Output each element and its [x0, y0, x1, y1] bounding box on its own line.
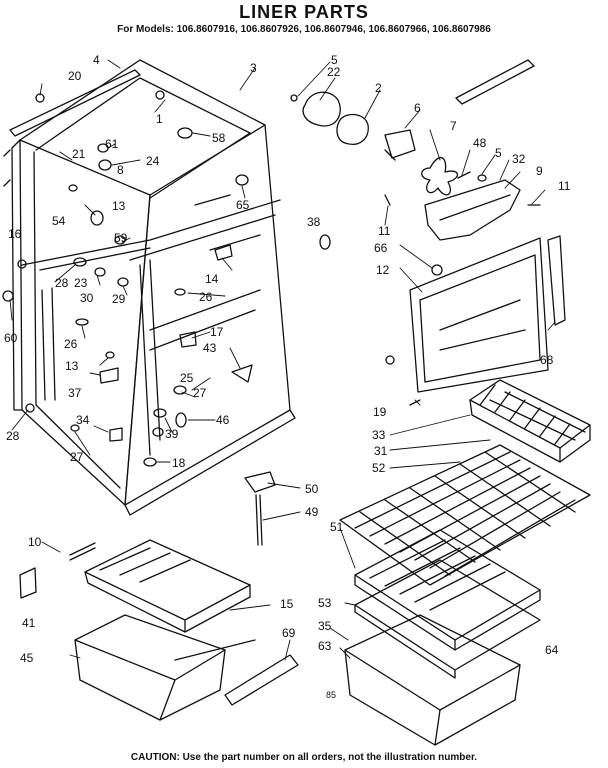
callout-28: 28 — [55, 276, 69, 290]
page-title: LINER PARTS — [239, 2, 369, 22]
callout-45: 45 — [20, 651, 34, 665]
caution-note: CAUTION: Use the part number on all orde… — [130, 752, 478, 763]
callout-52: 52 — [372, 461, 386, 475]
callout-54: 54 — [52, 214, 66, 228]
callout-28: 28 — [6, 429, 20, 443]
callout-33: 33 — [372, 428, 386, 442]
callout-38: 38 — [307, 215, 321, 229]
callout-27: 27 — [70, 450, 84, 464]
callout-21: 21 — [72, 147, 86, 161]
callout-23: 23 — [74, 276, 88, 290]
callout-24: 24 — [146, 154, 160, 168]
callout-10: 10 — [28, 535, 42, 549]
callout-59: 59 — [114, 231, 128, 245]
callout-27: 27 — [193, 386, 207, 400]
callout-68: 68 — [540, 353, 554, 367]
callout-64: 64 — [545, 643, 559, 657]
meat-keeper-cover — [19, 539, 251, 633]
callout-11: 11 — [378, 224, 391, 238]
callout-18: 18 — [172, 456, 186, 470]
callout-13: 13 — [65, 359, 79, 373]
callout-58: 58 — [212, 131, 226, 145]
callout-85: 85 — [326, 690, 336, 700]
top-right-parts — [290, 59, 566, 406]
callout-9: 9 — [536, 164, 543, 178]
callout-63: 63 — [318, 639, 332, 653]
callout-5: 5 — [495, 146, 502, 160]
callout-25: 25 — [180, 371, 194, 385]
callout-43: 43 — [203, 341, 217, 355]
callout-41: 41 — [22, 616, 36, 630]
callout-69: 69 — [282, 626, 296, 640]
callout-16: 16 — [8, 227, 22, 241]
callout-30: 30 — [80, 291, 94, 305]
callout-3: 3 — [250, 61, 257, 75]
callout-35: 35 — [318, 619, 332, 633]
callout-22: 22 — [327, 65, 341, 79]
callout-49: 49 — [305, 505, 319, 519]
ice-tray — [469, 379, 591, 463]
callout-60: 60 — [4, 331, 18, 345]
callout-37: 37 — [68, 386, 82, 400]
callout-26: 26 — [199, 290, 213, 304]
callout-8: 8 — [117, 163, 124, 177]
crisper-pan — [344, 614, 521, 746]
callout-66: 66 — [374, 241, 388, 255]
callout-31: 31 — [374, 444, 388, 458]
top-rail — [9, 69, 141, 137]
callout-65: 65 — [236, 198, 250, 212]
callout-29: 29 — [112, 292, 126, 306]
callout-26: 26 — [64, 337, 78, 351]
callout-53: 53 — [318, 596, 332, 610]
callout-34: 34 — [76, 413, 90, 427]
models-line: For Models: 106.8607916, 106.8607926, 10… — [117, 24, 491, 35]
callout-14: 14 — [205, 272, 219, 286]
cabinet-liner — [3, 59, 296, 516]
meat-keeper-drawer — [74, 614, 299, 721]
callout-20: 20 — [68, 69, 82, 83]
callout-5: 5 — [331, 53, 338, 67]
cabinet-hardware — [2, 90, 331, 467]
callout-50: 50 — [305, 482, 319, 496]
callout-12: 12 — [376, 263, 390, 277]
leader-lines — [9, 59, 556, 661]
callout-19: 19 — [373, 405, 387, 419]
callout-2: 2 — [375, 81, 382, 95]
callout-11: 11 — [558, 179, 571, 193]
callout-1: 1 — [156, 112, 163, 126]
callout-46: 46 — [216, 413, 230, 427]
callout-39: 39 — [165, 427, 179, 441]
callout-7: 7 — [450, 119, 457, 133]
callout-15: 15 — [280, 597, 294, 611]
callout-13: 13 — [112, 199, 126, 213]
callout-4: 4 — [93, 53, 100, 67]
callout-32: 32 — [512, 152, 526, 166]
callout-labels: 4 20 3 5 22 2 1 61 58 21 8 24 6 7 48 5 3… — [4, 53, 571, 700]
callout-6: 6 — [414, 101, 421, 115]
hinge-bracket — [244, 471, 276, 546]
callout-48: 48 — [473, 136, 487, 150]
callout-61: 61 — [105, 137, 119, 151]
callout-17: 17 — [210, 325, 224, 339]
shelf-frame — [354, 529, 541, 679]
callout-51: 51 — [330, 520, 344, 534]
